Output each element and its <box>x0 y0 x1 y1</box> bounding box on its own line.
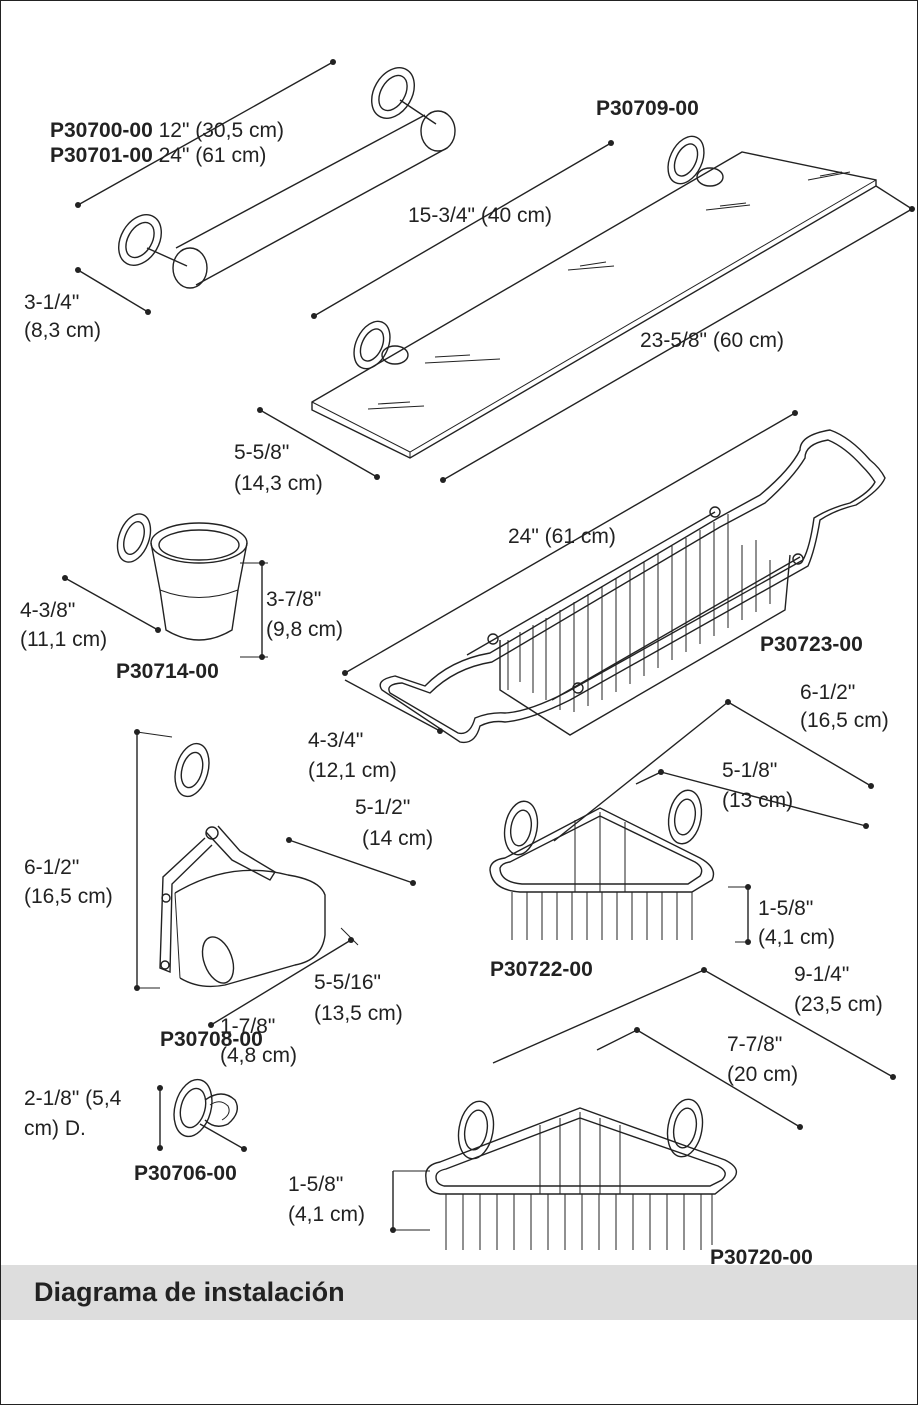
glass-shelf-width: 5-5/8" <box>234 441 290 464</box>
paper-holder-width-cm: (13,5 cm) <box>314 1002 403 1025</box>
paper-holder-depth: 5-1/2" <box>355 796 411 819</box>
paper-holder-code: P30708-00 <box>160 1028 263 1051</box>
tumbler-illustration <box>62 513 268 660</box>
basket-small-outer-cm: (16,5 cm) <box>800 709 889 732</box>
towel-bar-size-12: P30700-00 12" (30,5 cm) <box>50 118 284 143</box>
tumbler-height: 3-7/8" <box>266 588 322 611</box>
robe-hook-diameter: 2-1/8" (5,4 <box>24 1087 122 1110</box>
towel-bar-size-12-text: 12" (30,5 cm) <box>158 119 284 142</box>
tumbler-height-cm: (9,8 cm) <box>266 618 344 641</box>
basket-large-inner-cm: (20 cm) <box>727 1063 799 1086</box>
robe-hook-projection-cm: (4,8 cm) <box>220 1044 298 1067</box>
robe-hook-illustration <box>157 1078 247 1152</box>
tumbler-code: P30714-00 <box>116 660 219 683</box>
tub-caddy-length: 24" (61 cm) <box>508 525 616 548</box>
basket-small-code: P30722-00 <box>490 958 593 981</box>
basket-small-height-cm: (4,1 cm) <box>758 926 836 949</box>
tumbler-depth: 4-3/8" <box>20 599 76 622</box>
towel-bar-code-24: P30701-00 <box>50 144 153 167</box>
basket-small-height: 1-5/8" <box>758 897 814 920</box>
corner-basket-large-illustration <box>390 967 896 1250</box>
basket-large-outer: 9-1/4" <box>794 963 850 986</box>
towel-bar-size-24: P30701-00 24" (61 cm) <box>50 143 266 168</box>
basket-large-height-cm: (4,1 cm) <box>288 1203 366 1226</box>
basket-large-outer-cm: (23,5 cm) <box>794 993 883 1016</box>
robe-hook-code: P30706-00 <box>134 1162 237 1185</box>
towel-bar-illustration <box>75 59 456 315</box>
paper-holder-height-cm: (16,5 cm) <box>24 885 113 908</box>
towel-bar-depth-cm: (8,3 cm) <box>24 319 102 342</box>
towel-bar-size-24-text: 24" (61 cm) <box>158 144 267 167</box>
tub-caddy-width-cm: (12,1 cm) <box>308 759 397 782</box>
glass-shelf-width-cm: (14,3 cm) <box>234 472 323 495</box>
basket-large-inner: 7-7/8" <box>727 1033 783 1056</box>
section-header-bar <box>1 1265 917 1320</box>
basket-small-inner: 5-1/8" <box>722 759 778 782</box>
tub-caddy-illustration <box>342 410 886 744</box>
basket-large-code: P30720-00 <box>710 1246 813 1269</box>
robe-hook-diameter-cont: cm) D. <box>24 1117 86 1140</box>
towel-bar-depth: 3-1/4" <box>24 291 80 314</box>
basket-small-outer: 6-1/2" <box>800 681 856 704</box>
robe-hook-projection: 1-7/8" <box>220 1015 276 1038</box>
paper-holder-width: 5-5/16" <box>314 971 381 994</box>
paper-holder-illustration <box>134 729 416 1028</box>
glass-shelf-length: 23-5/8" (60 cm) <box>640 329 785 352</box>
glass-shelf-illustration <box>257 135 915 483</box>
tub-caddy-code: P30723-00 <box>760 633 863 656</box>
section-title: Diagrama de instalación <box>34 1277 345 1307</box>
towel-bar-code-12: P30700-00 <box>50 119 153 142</box>
basket-large-height: 1-5/8" <box>288 1173 344 1196</box>
tumbler-depth-cm: (11,1 cm) <box>20 628 108 651</box>
tub-caddy-width: 4-3/4" <box>308 729 364 752</box>
glass-shelf-code: P30709-00 <box>596 97 699 120</box>
paper-holder-depth-cm: (14 cm) <box>362 827 434 850</box>
corner-basket-small-illustration <box>489 699 874 945</box>
paper-holder-height: 6-1/2" <box>24 856 80 879</box>
basket-small-inner-cm: (13 cm) <box>722 789 794 812</box>
glass-shelf-depth: 15-3/4" (40 cm) <box>408 204 553 227</box>
